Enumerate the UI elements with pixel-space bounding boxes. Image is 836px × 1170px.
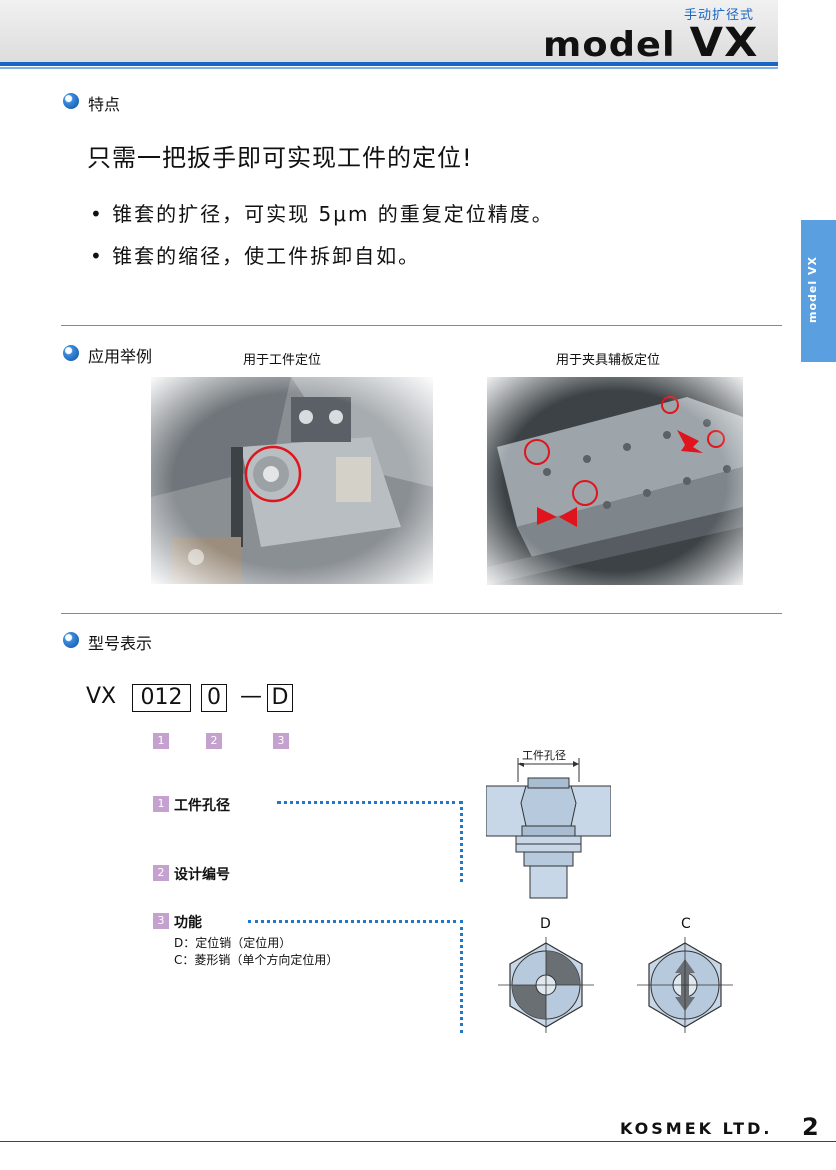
photo-workpiece-positioning: [151, 377, 433, 584]
model-code-box-bore: 012: [132, 684, 191, 712]
model-code-tag-1: 1: [153, 733, 169, 749]
function-option-c: C：菱形销（单个方向定位用）: [174, 953, 339, 967]
photo-caption-subplate: 用于夹具辅板定位: [556, 353, 661, 368]
section-title-features: 特点: [88, 95, 121, 114]
header-rule: [0, 62, 778, 66]
footer-rule: [0, 1141, 836, 1142]
section-bullet-icon: [63, 345, 79, 361]
header-band: [0, 0, 778, 64]
pin-top-view-c: [637, 937, 733, 1033]
footer-page-number: 2: [802, 1113, 819, 1141]
feature-bullet-2: • 锥套的缩径，使工件拆卸自如。: [90, 244, 421, 268]
footer-company: KOSMEK LTD.: [620, 1119, 773, 1138]
section-divider: [61, 613, 782, 614]
function-option-d: D：定位销（定位用）: [174, 936, 292, 950]
section-divider: [61, 325, 782, 326]
item-tag-2: 2: [153, 865, 169, 881]
item-tag-3: 3: [153, 913, 169, 929]
photo-subplate-positioning: [487, 377, 743, 585]
item-label-bore: 工件孔径: [174, 798, 230, 814]
model-code-tag-2: 2: [206, 733, 222, 749]
diagram-label-bore: 工件孔径: [521, 747, 567, 763]
view-label-d: D: [540, 916, 551, 932]
side-tab[interactable]: [801, 220, 836, 362]
model-code-prefix: VX: [86, 684, 117, 709]
view-label-c: C: [681, 916, 691, 932]
model-code-box-function: D: [267, 684, 293, 712]
photo-caption-workpiece: 用于工件定位: [243, 353, 322, 368]
section-title-model-code: 型号表示: [88, 634, 153, 653]
header-title-model: model: [542, 25, 676, 65]
feature-bullet-1: • 锥套的扩径，可实现 5μm 的重复定位精度。: [90, 202, 554, 226]
section-bullet-icon: [63, 632, 79, 648]
section-title-application: 应用举例: [88, 347, 153, 366]
model-code-box-design: 0: [201, 684, 227, 712]
item-label-design: 设计编号: [174, 867, 230, 883]
pin-top-view-d: [498, 937, 594, 1033]
features-headline: 只需一把扳手即可实现工件的定位!: [87, 144, 473, 172]
header-title-vx: VX: [689, 20, 758, 66]
side-tab-label: model VX: [806, 256, 819, 324]
model-code-dash: —: [240, 684, 262, 709]
header-title: model VX: [543, 20, 758, 66]
item-tag-1: 1: [153, 796, 169, 812]
item-label-function: 功能: [174, 915, 202, 931]
section-bullet-icon: [63, 93, 79, 109]
model-code-tag-3: 3: [273, 733, 289, 749]
leader-line-function: [248, 920, 463, 1033]
pin-profile-diagram: [485, 748, 612, 900]
header-rule-light: [0, 67, 778, 69]
header-subtitle: 手动扩径式: [683, 8, 754, 23]
leader-line-bore: [277, 801, 463, 882]
